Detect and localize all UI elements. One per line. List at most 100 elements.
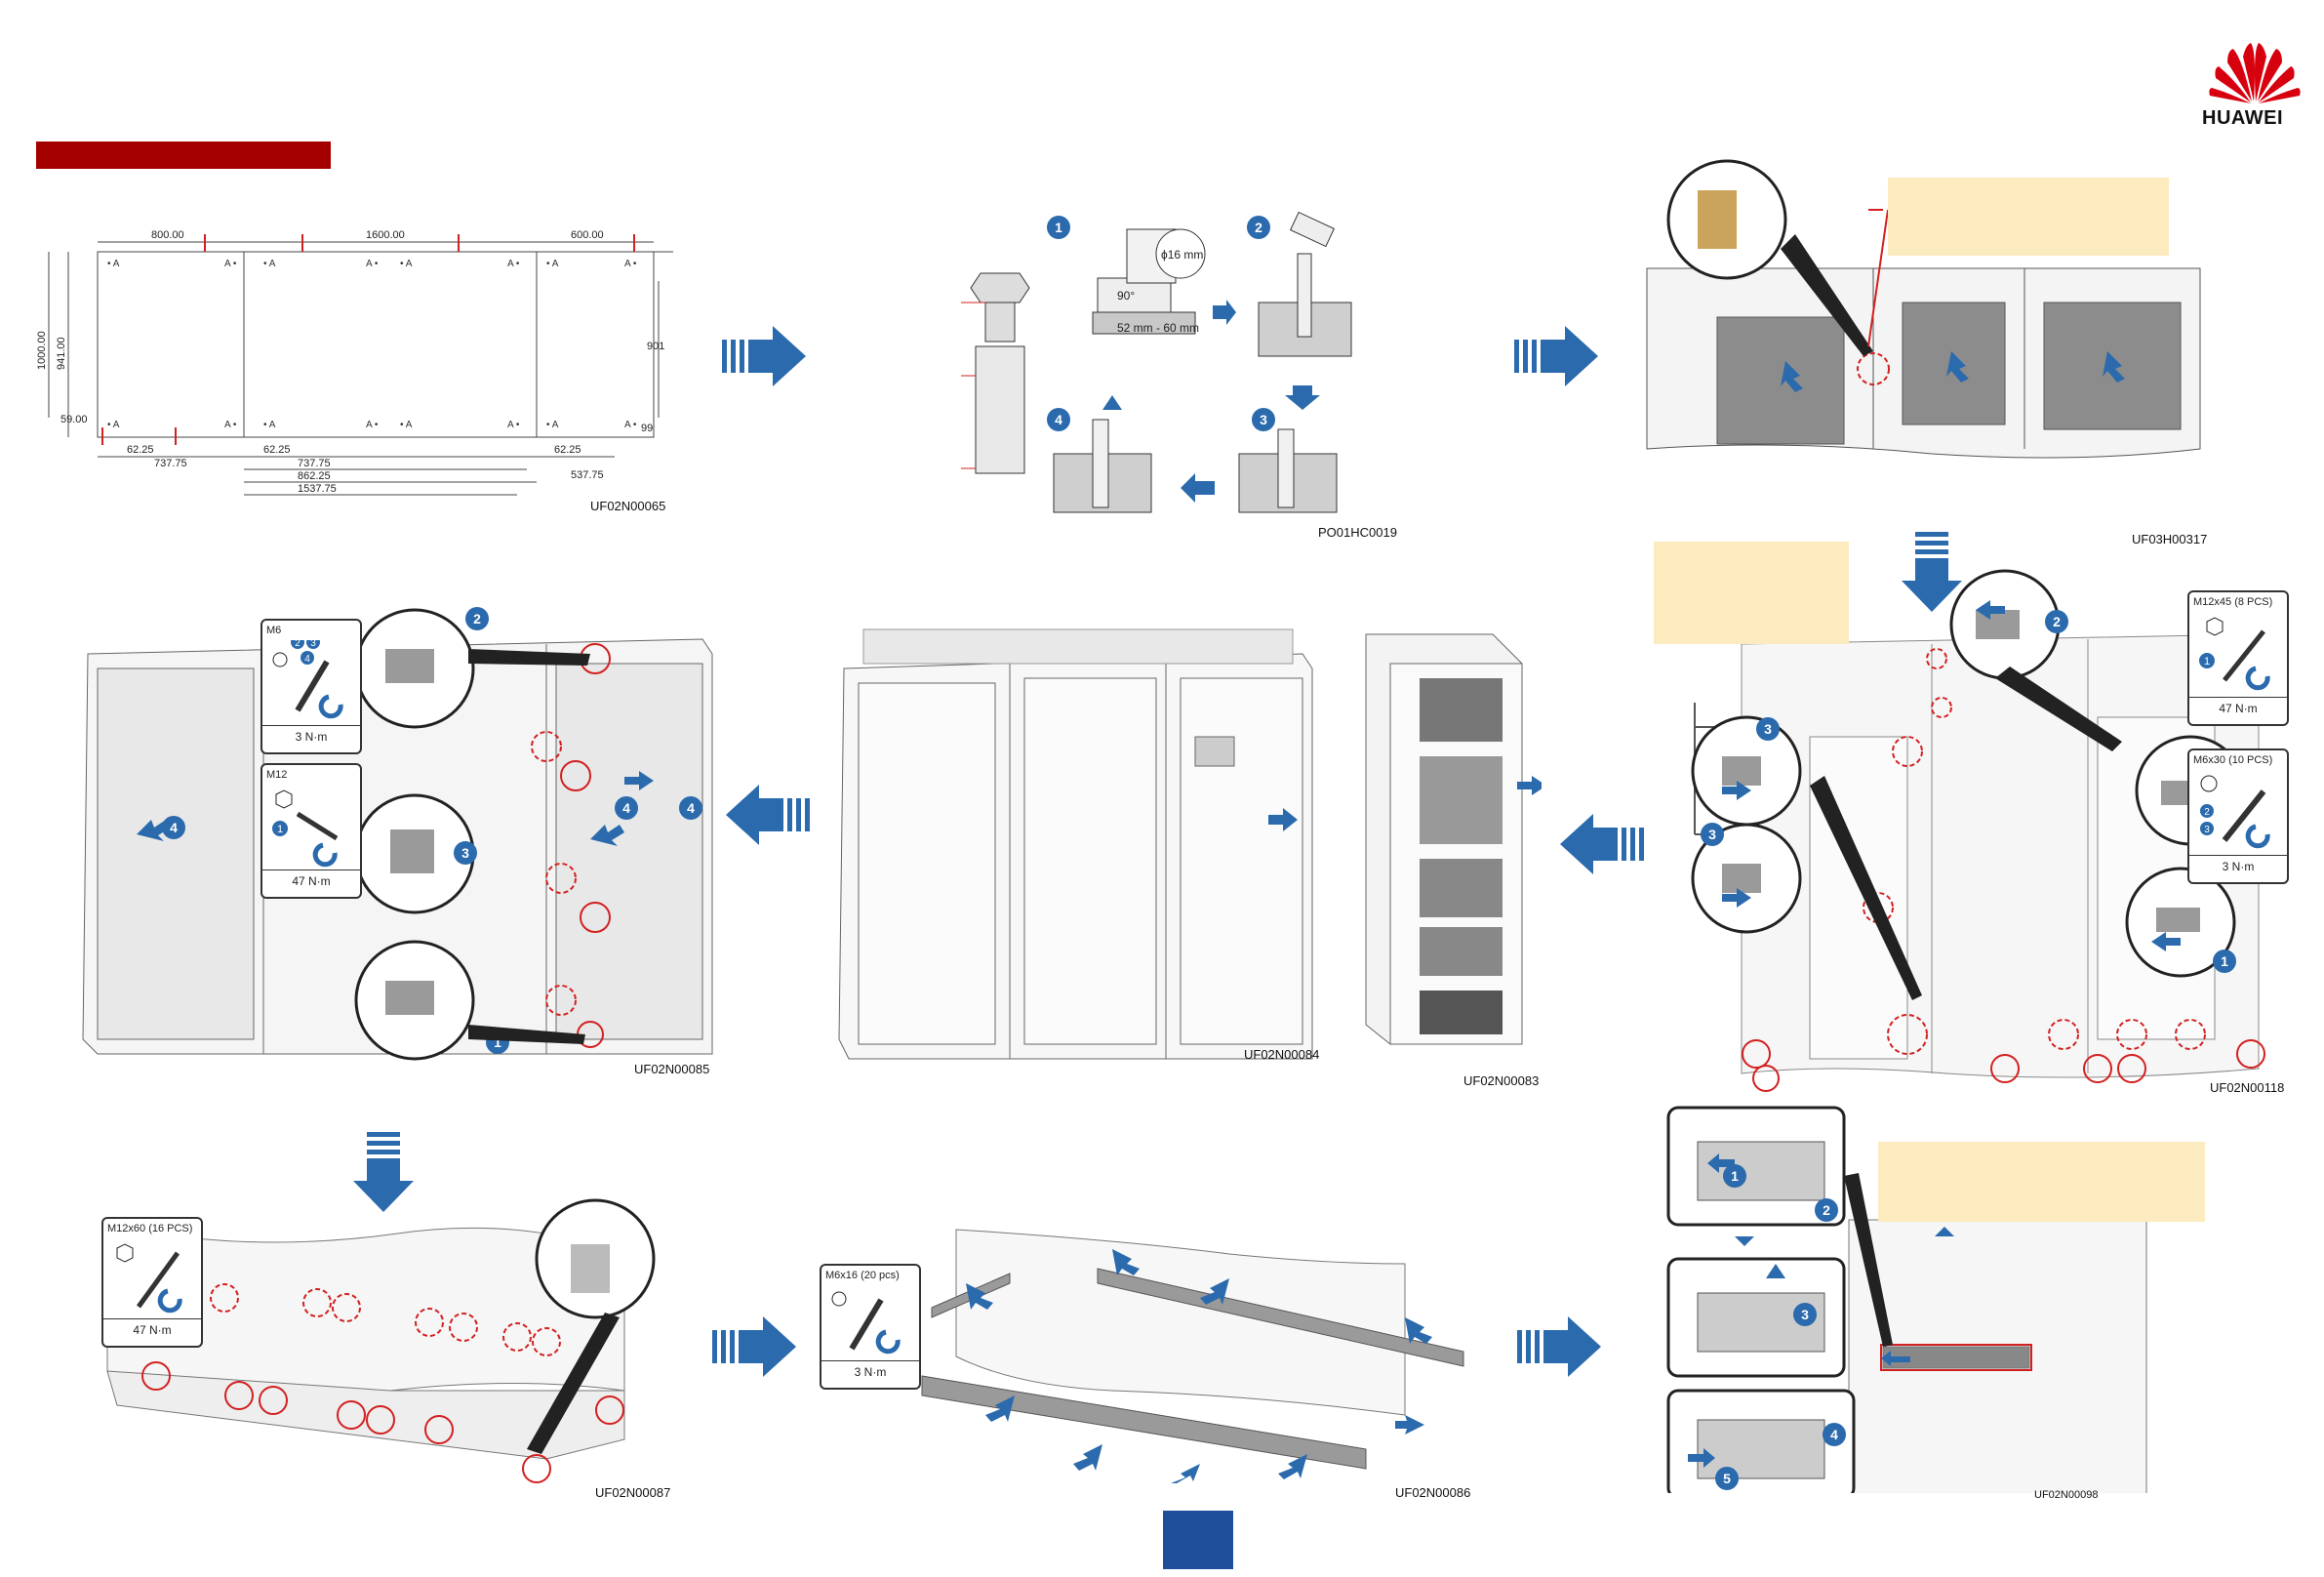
flow-arrow-left (722, 781, 810, 854)
screwdriver-icon: 2 3 4 (272, 640, 343, 719)
socket-wrench-icon (116, 1243, 182, 1314)
svg-text:A •: A • (624, 259, 637, 269)
step-number: 4 (1830, 1427, 1838, 1442)
screwdriver-icon (831, 1291, 901, 1355)
step-number: 1 (1731, 1168, 1739, 1184)
svg-text:• A: • A (263, 259, 276, 269)
dim-bottom-2: 737.75 (154, 458, 187, 469)
svg-text:• A: • A (107, 420, 120, 430)
figure-code: UF02N00085 (634, 1062, 710, 1076)
step-number: 2 (473, 611, 481, 627)
svg-text:• A: • A (400, 259, 413, 269)
step-number: 3 (1801, 1307, 1809, 1322)
dim-right-1: 901 (647, 341, 664, 352)
svg-text:• A: • A (107, 259, 120, 269)
step-number: 3 (2204, 825, 2210, 835)
svg-text:A •: A • (624, 420, 637, 430)
step-number: 2 (1823, 1202, 1830, 1218)
socket-wrench-icon: 1 (272, 789, 339, 868)
arrow-down-icon (1902, 532, 1962, 612)
flow-arrow-right (712, 1313, 800, 1386)
dim-left-1: 1000.00 (36, 331, 48, 370)
bolt-spec: M6x30 (10 PCS) (2193, 754, 2273, 766)
note-box (1878, 1142, 2205, 1222)
tool-spec-box: M6 2 3 4 3 N·m (260, 619, 362, 754)
bolt-spec: M12 (266, 769, 288, 781)
step-number: 4 (1055, 412, 1062, 427)
panel-modules: 1 2 3 4 5 UF02N00098 (1659, 1103, 2283, 1513)
step-number: 4 (170, 820, 178, 835)
tool-spec-box: M12x45 (8 PCS) 1 47 N·m (2187, 590, 2289, 726)
torque-value: 47 N·m (2219, 702, 2258, 715)
figure-code: UF02N00083 (1463, 1073, 1540, 1088)
svg-text:A •: A • (507, 420, 520, 430)
note-box (1654, 542, 1849, 644)
dim-top-3: 600.00 (571, 229, 604, 241)
figure-code: UF02N00098 (2034, 1489, 2099, 1501)
figure-code: UF03H00317 (2132, 532, 2208, 546)
svg-text:A •: A • (366, 259, 379, 269)
dim-bottom-8: 537.75 (571, 469, 604, 481)
torque-value: 3 N·m (2222, 860, 2255, 873)
step-number: 3 (1708, 827, 1716, 842)
dim-left-2: 941.00 (56, 337, 67, 370)
arrow-left-icon (1560, 814, 1644, 874)
arrow-right-icon (1514, 326, 1598, 386)
step-number: 3 (1260, 412, 1267, 427)
flow-arrow-right (1514, 322, 1602, 395)
svg-text:A •: A • (224, 420, 237, 430)
dim-bottom-5: 862.25 (298, 470, 331, 482)
step-number: 1 (2204, 656, 2210, 667)
drill-angle: 90° (1117, 289, 1135, 303)
plinth-drawing (921, 1229, 1464, 1483)
flow-arrow-down (1898, 532, 1966, 620)
arrow-down-icon (353, 1132, 414, 1212)
panel-remove-plates: UF03H00317 (1639, 156, 2208, 546)
modules-drawing: 1 2 3 4 5 (1666, 1106, 2147, 1504)
svg-text:• A: • A (263, 420, 276, 430)
step-number: 1 (494, 1034, 501, 1050)
step-number: 1 (277, 824, 283, 835)
panel-cabinet-side: UF02N00083 (1346, 615, 1546, 1093)
arrow-right-icon (722, 326, 806, 386)
dim-bottom-7: 62.25 (554, 444, 581, 456)
figure-code: UF02N00118 (2210, 1080, 2285, 1095)
side-cabinet-drawing (1365, 633, 1546, 1045)
huawei-logo: HUAWEI (2200, 37, 2307, 130)
panel-cabinet-front: UF02N00084 (824, 610, 1332, 1098)
tool-spec-box: M12x60 (16 PCS) 47 N·m (101, 1217, 203, 1348)
flow-arrow-left (1556, 810, 1644, 883)
tool-spec-box: M6x16 (20 pcs) 3 N·m (820, 1264, 921, 1390)
figure-code: PO01HC0019 (1318, 525, 1397, 540)
note-box (1888, 178, 2169, 256)
step-number: 2 (295, 640, 301, 649)
step-number: 3 (461, 845, 469, 861)
tool-spec-box: M12 1 47 N·m (260, 763, 362, 899)
drill-diameter: ϕ16 mm (1161, 248, 1203, 262)
panel-plinth: M6x16 (20 pcs) 3 N·m UF02N00086 (820, 1220, 1473, 1503)
dim-left-3: 59.00 (60, 414, 88, 425)
section-header-bar (36, 142, 331, 169)
step-number: 2 (2053, 614, 2061, 629)
panel-combine-cabinets: 2 3 1 4 4 4 M6 2 3 4 3 N·m M12 1 (78, 595, 722, 1083)
tool-spec-box: M6x30 (10 PCS) 2 3 3 N·m (2187, 748, 2289, 884)
svg-text:• A: • A (400, 420, 413, 430)
drill-depth: 52 mm - 60 mm (1117, 321, 1199, 335)
flow-arrow-down (349, 1132, 418, 1220)
svg-text:A •: A • (224, 259, 237, 269)
brand-name: HUAWEI (2202, 107, 2283, 129)
dim-bottom-1: 62.25 (127, 444, 154, 456)
cabinet-plates-drawing (1646, 159, 2201, 459)
step-number: 3 (1764, 721, 1772, 737)
panel-base-fix: M12x60 (16 PCS) 47 N·m UF02N00087 (98, 1195, 683, 1508)
dim-bottom-4: 737.75 (298, 458, 331, 469)
arrow-right-icon (1517, 1316, 1601, 1377)
screwdriver-icon: 2 3 (2200, 775, 2270, 849)
svg-text:A •: A • (507, 259, 520, 269)
figure-code: UF02N00086 (1395, 1485, 1471, 1500)
huawei-flower-icon (2209, 43, 2301, 103)
step-number: 4 (687, 800, 695, 816)
panel-connect-parts: 2 3 1 3 3 M12x45 (8 PCS) 1 47 N·m M6x30 … (1654, 542, 2298, 1108)
flow-arrow-right (1517, 1313, 1605, 1386)
figure-code: UF02N00065 (590, 499, 666, 513)
